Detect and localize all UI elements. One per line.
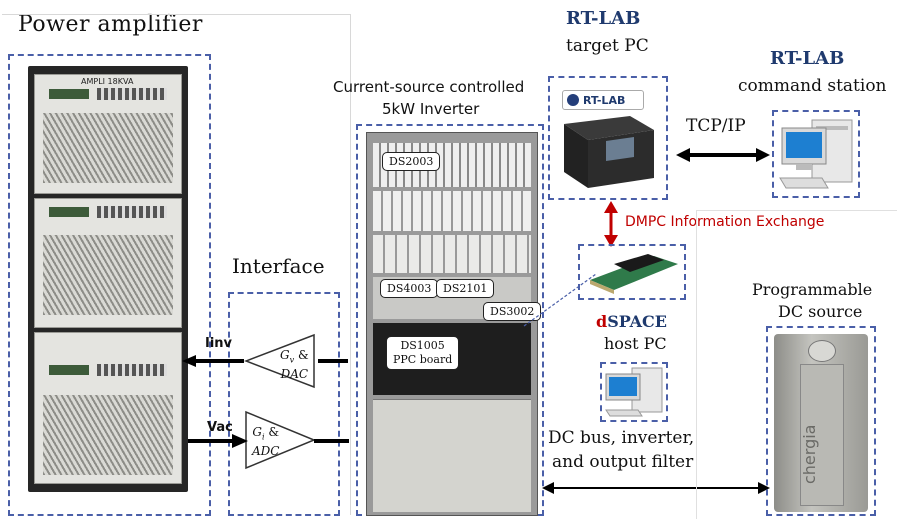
dc-bus-label-line2: and output filter <box>552 452 694 472</box>
rtlab-logo-text: RT-LAB <box>583 93 626 107</box>
dspace-card-dashed-box <box>578 244 686 300</box>
dac-gain-symbol: G <box>280 348 290 362</box>
dc-source-knob <box>808 340 836 362</box>
adc-block-label: Gi & ADC <box>252 425 279 458</box>
amplifier-keypad <box>97 88 167 100</box>
dc-source-title-line1: Programmable <box>752 280 873 299</box>
dspace-host-dashed-box <box>600 362 668 422</box>
amplifier-display <box>49 365 89 375</box>
iinv-label: Iinv <box>205 336 233 351</box>
power-amplifier-dashed-box <box>8 54 211 516</box>
dc-source-dashed-box <box>766 326 876 516</box>
amplifier-keypad <box>97 206 167 218</box>
dmpc-label: DMPC Information Exchange <box>625 214 825 230</box>
dspace-card-icon <box>590 254 678 294</box>
vac-arrow <box>188 434 349 448</box>
dc-source-title-line2: DC source <box>778 302 863 321</box>
amplifier-display <box>49 89 89 99</box>
adc-ampersand: & <box>264 425 280 439</box>
dac-block-label: Gv & DAC <box>280 348 309 381</box>
ds4003-label: DS4003 <box>380 279 439 298</box>
vac-label: Vac <box>207 420 233 435</box>
amplifier-grill <box>43 395 173 475</box>
dc-source-panel <box>800 364 844 506</box>
tcpip-double-arrow <box>676 148 770 162</box>
inverter-title-line2: 5kW Inverter <box>382 100 480 118</box>
dspace-subtitle: host PC <box>604 334 667 353</box>
amplifier-keypad <box>97 364 167 376</box>
dc-bus-double-arrow <box>542 482 770 494</box>
dspace-host-computer-icon <box>605 367 663 417</box>
inverter-circuit-board <box>373 399 531 512</box>
dspace-brand-d: d <box>596 312 608 331</box>
amplifier-grill <box>43 113 173 183</box>
amplifier-unit-2 <box>34 198 182 328</box>
dac-label: DAC <box>280 367 309 382</box>
dac-gain-subscript: v <box>289 355 295 365</box>
amplifier-display <box>49 207 89 217</box>
ds1005-label: DS1005 PPC board <box>386 336 460 370</box>
rtlab-target-subtitle: target PC <box>566 36 649 56</box>
rtlab-command-brand: RT-LAB <box>770 48 845 69</box>
ds1005-line2: PPC board <box>393 353 453 366</box>
interface-dashed-box <box>228 292 340 516</box>
dspace-brand-rest: SPACE <box>607 312 667 331</box>
power-amplifier-rack: AMPLI 18KVA <box>28 66 188 492</box>
adc-label: ADC <box>252 444 280 459</box>
inverter-rack-slot <box>373 191 531 231</box>
inverter-rack-slot <box>373 235 531 273</box>
rtlab-target-computer-icon <box>564 116 654 188</box>
dc-source-frame <box>696 210 897 519</box>
dac-amplifier-triangle <box>244 333 315 389</box>
power-amplifier-frame <box>2 14 351 515</box>
dc-source-brand-text: chergia <box>800 424 819 484</box>
adc-gain-subscript: i <box>262 432 265 442</box>
dc-bus-label-line1: DC bus, inverter, <box>548 428 695 448</box>
adc-amplifier-triangle <box>245 410 316 470</box>
rtlab-target-dashed-box <box>548 76 668 200</box>
amplifier-unit-1: AMPLI 18KVA <box>34 74 182 194</box>
ds2101-label: DS2101 <box>436 279 495 298</box>
amplifier-rack-label: AMPLI 18KVA <box>81 77 134 86</box>
ds2003-label: DS2003 <box>382 152 441 171</box>
dac-ampersand: & <box>294 348 309 362</box>
power-amplifier-title: Power amplifier <box>18 12 203 37</box>
rtlab-command-dashed-box <box>772 110 860 198</box>
amplifier-grill <box>43 235 173 315</box>
rtlab-target-brand: RT-LAB <box>566 8 641 29</box>
ds3002-label: DS3002 <box>483 302 542 321</box>
dspace-brand: dSPACE <box>596 312 667 331</box>
rtlab-logo: RT-LAB <box>562 90 644 110</box>
inverter-cabinet <box>366 132 538 516</box>
ds1005-line1: DS1005 <box>400 339 445 352</box>
dc-source-device: chergia <box>774 334 868 512</box>
dmpc-double-arrow <box>604 201 618 247</box>
adc-gain-symbol: G <box>252 425 262 439</box>
amplifier-unit-3 <box>34 332 182 484</box>
iinv-arrow <box>182 355 348 367</box>
rtlab-globe-icon <box>567 94 579 106</box>
inverter-title-line1: Current-source controlled <box>333 78 525 96</box>
command-station-computer-icon <box>779 119 853 189</box>
tcpip-label: TCP/IP <box>686 116 746 136</box>
rtlab-command-subtitle: command station <box>738 76 887 96</box>
interface-title: Interface <box>232 254 325 278</box>
